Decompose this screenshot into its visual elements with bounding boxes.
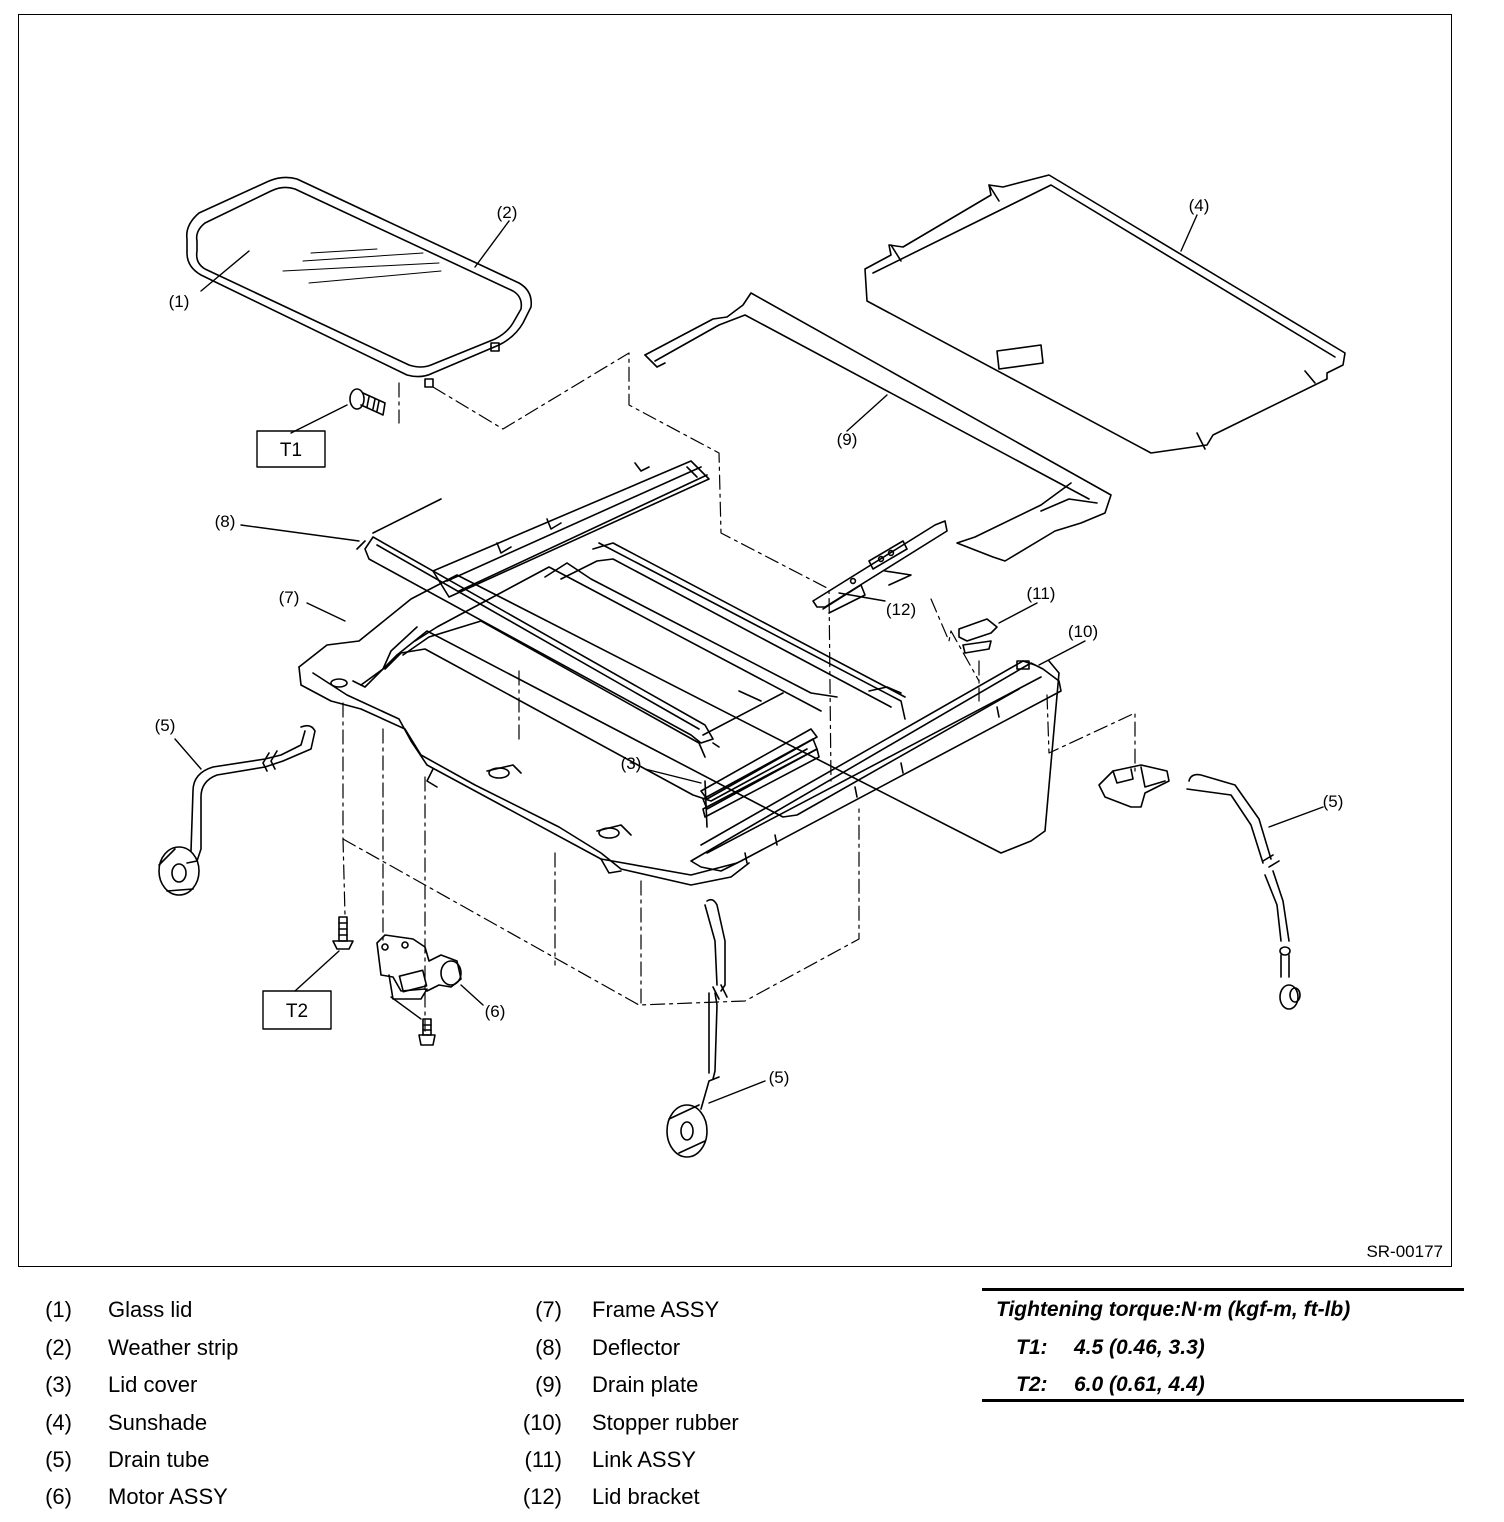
exploded-diagram: T1 T2 (1) (2) (3) (4) (5) (5) (5) (6) (7… [18,14,1452,1267]
legend-number: (7) [535,1297,562,1322]
drain-plate-part [644,292,1112,562]
legend-label: Drain plate [592,1372,699,1397]
torque-row: T1: 4.5 (0.46, 3.3) [982,1336,1462,1364]
legend-number: (3) [45,1372,72,1397]
legend-number: (9) [535,1372,562,1397]
callout-12: (12) [886,600,916,619]
frame-assy-part [298,542,1060,886]
legend-label: Stopper rubber [592,1410,739,1435]
torque-row: T2: 6.0 (0.61, 4.4) [982,1373,1462,1401]
t2-box [262,990,332,1030]
legend-left: (1) Glass lid (2) Weather strip (3) Lid … [26,1290,446,1520]
legend-number: (10) [522,1410,562,1435]
legend-label: Frame ASSY [592,1297,720,1322]
legend-label: Deflector [592,1335,681,1360]
t1-box-label: T1 [280,440,302,461]
motor-assy-part [376,934,462,1000]
legend-number: (1) [45,1297,72,1322]
torque-title: Tightening torque:N·m (kgf-m, ft-lb) [996,1298,1351,1321]
legend-label: Link ASSY [592,1447,696,1472]
legend-number: (11) [524,1447,563,1472]
torque-value: 4.5 (0.46, 3.3) [1074,1336,1205,1359]
legend-right: (7) Frame ASSY (8) Deflector (9) Drain p… [516,1290,956,1520]
legend-number: (6) [45,1484,72,1509]
legend-label: Lid bracket [592,1484,700,1509]
torque-key: T2: [1016,1373,1048,1396]
callout-6: (6) [485,1002,506,1021]
drain-tube-left [158,724,316,896]
figure-id: SR-00177 [1366,1242,1443,1261]
callout-11: (11) [1027,584,1056,603]
callout-9: (9) [837,430,858,449]
callout-5-center: (5) [769,1068,790,1087]
leader-lines [174,214,1324,1104]
link-assy-part [958,618,998,654]
upper-rail-part [432,460,710,598]
callout-5-left: (5) [155,716,176,735]
lid-cover-part [700,728,820,828]
deflector-part [356,498,784,748]
legend-label: Drain tube [108,1447,210,1472]
callout-10: (10) [1068,622,1098,641]
callout-5-right: (5) [1323,792,1344,811]
side-rail-part [690,660,1062,872]
drain-tube-right [1186,773,1301,1010]
sunshade-part [864,174,1346,454]
legend-number: (2) [45,1335,72,1360]
torque-table: Tightening torque:N·m (kgf-m, ft-lb) T1:… [982,1288,1464,1402]
legend-number: (12) [522,1484,562,1509]
legend-number: (5) [45,1447,72,1472]
torque-value: 6.0 (0.61, 4.4) [1074,1373,1205,1396]
legend-label: Sunshade [108,1410,208,1435]
t1-bolt [349,388,386,416]
legend-label: Glass lid [108,1297,193,1322]
legend-number: (8) [535,1335,562,1360]
legend-label: Weather strip [108,1335,239,1360]
t2-bolts [332,916,436,1046]
callout-7: (7) [279,588,300,607]
legend-number: (4) [45,1410,72,1435]
diagram-drawing: T1 T2 (1) (2) (3) (4) (5) (5) (5) (6) (7… [155,174,1346,1158]
alignment-lines [342,352,1136,1032]
drain-tube-center [666,898,728,1158]
legend-label: Lid cover [108,1372,198,1397]
t2-box-label: T2 [286,1001,308,1022]
drain-clip-part [1098,764,1170,808]
lid-bracket-part [812,520,948,614]
callout-2: (2) [497,203,518,222]
callout-3: (3) [621,754,642,773]
t1-box [256,430,326,468]
torque-key: T1: [1016,1336,1048,1359]
glass-lid-part [185,176,533,388]
callout-4: (4) [1189,196,1210,215]
callout-1: (1) [169,292,190,311]
callout-8: (8) [215,512,236,531]
legend-label: Motor ASSY [108,1484,228,1509]
